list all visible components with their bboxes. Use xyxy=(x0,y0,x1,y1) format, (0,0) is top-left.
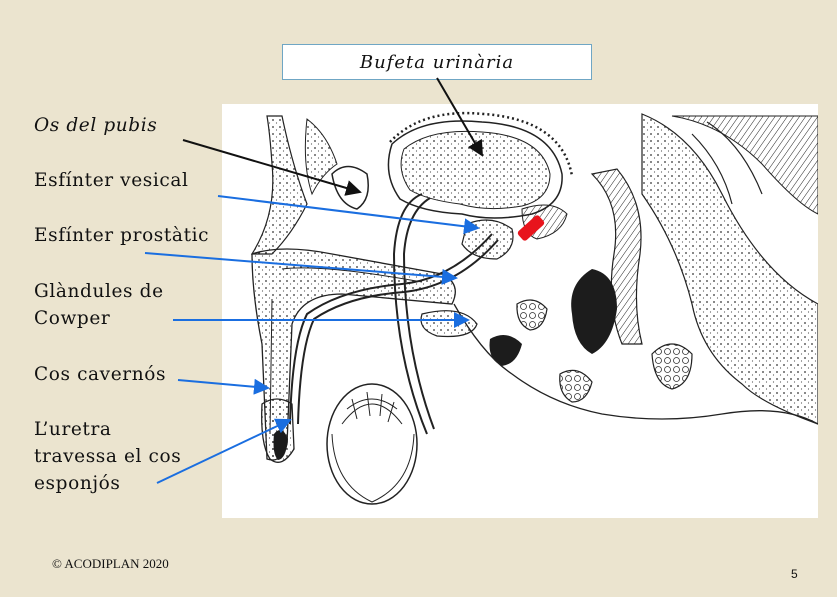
page-number: 5 xyxy=(791,567,798,581)
arrow-urethra xyxy=(156,418,292,484)
arrow-bladder xyxy=(436,77,484,157)
male-pelvis-section-drawing xyxy=(250,111,819,505)
label-bladder-sphincter: Esfínter vesical xyxy=(34,170,189,191)
label-cowper-glands-line1: Glàndules de xyxy=(34,281,164,302)
arrow-prostatic-sphincter xyxy=(144,252,458,285)
arrow-pubic-bone xyxy=(182,139,362,196)
label-urethra-line2: travessa el cos xyxy=(34,446,182,467)
label-cowper-glands-line2: Cowper xyxy=(34,308,111,329)
bladder-title-box: Bufeta urinària xyxy=(282,44,592,80)
anatomy-illustration-panel xyxy=(222,104,819,518)
label-pubic-bone: Os del pubis xyxy=(34,115,158,136)
arrow-bladder-sphincter xyxy=(217,195,480,235)
arrow-corpus-cavernosum xyxy=(177,378,270,395)
label-prostatic-sphincter: Esfínter prostàtic xyxy=(34,225,210,246)
label-corpus-cavernosum: Cos cavernós xyxy=(34,364,167,385)
label-urethra-line3: esponjós xyxy=(34,473,121,494)
label-urethra-line1: L’uretra xyxy=(34,419,112,440)
copyright-footer: © ACODIPLAN 2020 xyxy=(52,556,169,571)
